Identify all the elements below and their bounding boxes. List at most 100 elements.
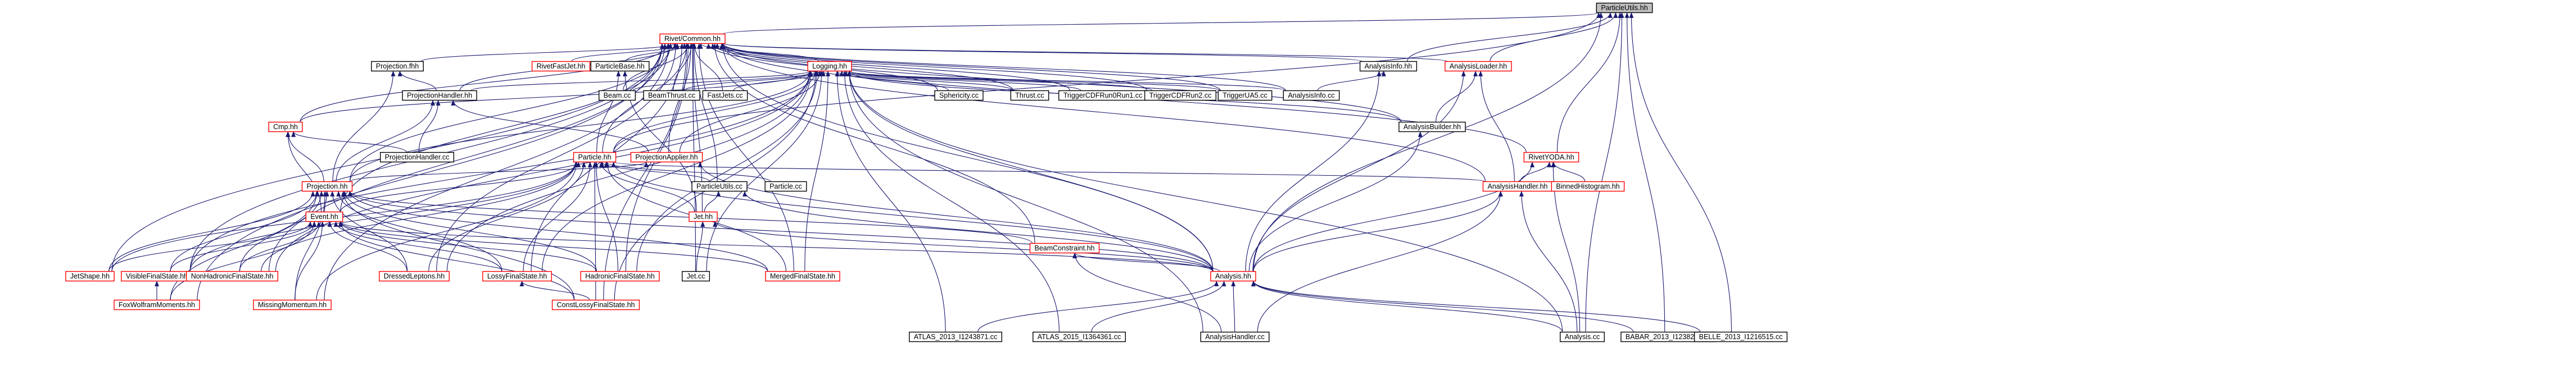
node-nonhadronicfinalstate-hh[interactable]: NonHadronicFinalState.hh xyxy=(185,271,279,282)
edge-analysishandler-cc-to-analysis-hh xyxy=(1231,281,1236,332)
node-rivetfastjet-hh[interactable]: RivetFastJet.hh xyxy=(531,61,591,72)
node-hadronicfinalstate-hh[interactable]: HadronicFinalState.hh xyxy=(580,271,660,282)
edge-analysis-hh-to-beamconstraint-hh xyxy=(1072,252,1220,272)
node-projectionhandler-hh[interactable]: ProjectionHandler.hh xyxy=(402,90,477,101)
node-label: AnalysisInfo.cc xyxy=(1288,92,1334,99)
node-thrust-cc[interactable]: Thrust.cc xyxy=(1010,90,1049,101)
edge-babar-2013-i1238276-cc-to-analysis-hh xyxy=(1251,281,1634,332)
node-jet-cc[interactable]: Jet.cc xyxy=(681,271,710,282)
node-projectionapplier-hh[interactable]: ProjectionApplier.hh xyxy=(630,152,703,163)
node-projection-fhh[interactable]: Projection.fhh xyxy=(371,61,424,72)
node-sphericity-cc[interactable]: Sphericity.cc xyxy=(934,90,984,101)
node-label: BeamConstraint.hh xyxy=(1034,244,1094,252)
node-label: Rivet/Common.hh xyxy=(664,35,721,43)
node-label: AnalysisHandler.hh xyxy=(1487,182,1547,190)
node-belle-2013-i1216515-cc[interactable]: BELLE_2013_I1216515.cc xyxy=(1694,331,1788,342)
edge-visiblefinalstate-hh-to-particle-hh xyxy=(189,162,578,272)
node-label: HadronicFinalState.hh xyxy=(585,272,655,280)
edge-jet-hh-to-particleutils-cc xyxy=(704,191,721,212)
edge-event-hh-to-cmp-hh xyxy=(286,131,322,212)
edge-atlas-2013-i1243871-cc-to-analysis-hh xyxy=(977,281,1219,332)
edge-atlas-2013-i1243871-cc-to-logging-hh xyxy=(835,71,946,332)
node-box xyxy=(1010,90,1049,101)
node-particle-hh[interactable]: Particle.hh xyxy=(573,152,617,163)
node-jetshape-hh[interactable]: JetShape.hh xyxy=(65,271,115,282)
edge-triggercdfrun0run1-cc-to-rivetcommon-hh xyxy=(714,43,1071,91)
node-box xyxy=(301,181,353,192)
node-label: LossyFinalState.hh xyxy=(487,272,547,280)
edge-visiblefinalstate-hh-to-event-hh xyxy=(170,221,317,272)
edge-jetshape-hh-to-particle-hh xyxy=(111,162,578,272)
node-binnedhistogram-hh[interactable]: BinnedHistogram.hh xyxy=(1551,181,1625,192)
node-analysisloader-hh[interactable]: AnalysisLoader.hh xyxy=(1445,61,1512,72)
node-dressedleptons-hh[interactable]: DressedLeptons.hh xyxy=(379,271,450,282)
node-analysishandler-cc[interactable]: AnalysisHandler.cc xyxy=(1200,331,1270,342)
node-analysis-cc[interactable]: Analysis.cc xyxy=(1560,331,1605,342)
edge-jet-cc-to-jet-hh xyxy=(696,221,705,272)
edge-projection-hh-to-rivetcommon-hh xyxy=(349,43,673,182)
node-analysisinfo-hh[interactable]: AnalysisInfo.hh xyxy=(1359,61,1418,72)
edge-visiblefinalstate-hh-to-projection-hh xyxy=(170,191,319,272)
node-fastjets-cc[interactable]: FastJets.cc xyxy=(702,90,748,101)
node-label: ConstLossyFinalState.hh xyxy=(557,301,635,309)
node-particleutils-cc[interactable]: ParticleUtils.cc xyxy=(691,181,748,192)
node-label: Logging.hh xyxy=(812,62,847,70)
edge-dressedleptons-hh-to-projection-hh xyxy=(330,191,408,272)
node-foxwolframmoments-hh[interactable]: FoxWolframMoments.hh xyxy=(114,299,200,310)
node-analysisinfo-cc[interactable]: AnalysisInfo.cc xyxy=(1283,90,1340,101)
node-box xyxy=(598,90,636,101)
node-atlas-2013-i1243871-cc[interactable]: ATLAS_2013_I1243871.cc xyxy=(909,331,1002,342)
edge-particleutils-cc-to-rivetcommon-hh xyxy=(691,43,718,182)
node-cmp-hh[interactable]: Cmp.hh xyxy=(268,121,303,133)
edge-constlossyfinalstate-hh-to-lossyfinalstate-hh xyxy=(519,281,590,300)
node-box xyxy=(1217,90,1273,101)
edge-mergedfinalstate-hh-to-event-hh xyxy=(338,221,768,272)
node-analysisbuilder-hh[interactable]: AnalysisBuilder.hh xyxy=(1398,121,1466,133)
edge-projection-hh-to-cmp-hh xyxy=(286,131,324,182)
node-beamconstraint-hh[interactable]: BeamConstraint.hh xyxy=(1029,243,1100,254)
edge-rivetyoda-hh-to-particleutils-hh xyxy=(1556,12,1623,153)
node-particlebase-hh[interactable]: ParticleBase.hh xyxy=(590,61,650,72)
node-rivetcommon-hh[interactable]: Rivet/Common.hh xyxy=(659,33,726,44)
node-babar-2013-i1238276-cc[interactable]: BABAR_2013_I1238276.cc xyxy=(1620,331,1716,342)
edge-analysis-hh-to-projection-hh xyxy=(347,191,1214,272)
edge-nonhadronicfinalstate-hh-to-projection-hh xyxy=(239,191,324,272)
node-visiblefinalstate-hh[interactable]: VisibleFinalState.hh xyxy=(121,271,193,282)
node-lossyfinalstate-hh[interactable]: LossyFinalState.hh xyxy=(482,271,552,282)
node-logging-hh[interactable]: Logging.hh xyxy=(807,61,852,72)
node-projection-hh[interactable]: Projection.hh xyxy=(301,181,353,192)
node-rivetyoda-hh[interactable]: RivetYODA.hh xyxy=(1523,152,1579,163)
node-projectionhandler-cc[interactable]: ProjectionHandler.cc xyxy=(379,152,455,163)
node-atlas-2015-i1364361-cc[interactable]: ATLAS_2015_I1364361.cc xyxy=(1033,331,1126,342)
node-box xyxy=(1523,152,1579,163)
node-constlossyfinalstate-hh[interactable]: ConstLossyFinalState.hh xyxy=(551,299,640,310)
node-beam-cc[interactable]: Beam.cc xyxy=(598,90,636,101)
node-box xyxy=(185,271,279,282)
node-label: ATLAS_2015_I1364361.cc xyxy=(1038,333,1121,341)
node-mergedfinalstate-hh[interactable]: MergedFinalState.hh xyxy=(765,271,840,282)
node-label: Thrust.cc xyxy=(1015,92,1044,99)
node-box xyxy=(379,271,450,282)
edge-rivetcommon-hh-to-particleutils-hh xyxy=(722,12,1601,34)
edge-analysis-hh-to-particleutils-hh xyxy=(1253,12,1604,272)
node-box xyxy=(1694,331,1788,342)
node-beamthrust-cc[interactable]: BeamThrust.cc xyxy=(643,90,700,101)
edge-analysis-hh-to-particleutils-cc xyxy=(743,191,1214,272)
edge-analysisbuilder-hh-to-analysisloader-hh xyxy=(1436,71,1478,122)
node-missingmomentum-hh[interactable]: MissingMomentum.hh xyxy=(253,299,332,310)
edge-beamconstraint-hh-to-rivetcommon-hh xyxy=(712,43,1035,244)
node-label: Analysis.cc xyxy=(1565,333,1600,341)
node-triggercdfrun0run1-cc[interactable]: TriggerCDFRun0Run1.cc xyxy=(1058,90,1147,101)
edge-hadronicfinalstate-hh-to-particle-hh xyxy=(594,162,618,272)
node-analysis-hh[interactable]: Analysis.hh xyxy=(1210,271,1256,282)
node-jet-hh[interactable]: Jet.hh xyxy=(689,211,718,222)
node-triggerua5-cc[interactable]: TriggerUA5.cc xyxy=(1217,90,1273,101)
edge-nonhadronicfinalstate-hh-to-event-hh xyxy=(239,221,322,272)
edge-analysishandler-hh-to-analysisloader-hh xyxy=(1478,71,1515,182)
node-particle-cc[interactable]: Particle.cc xyxy=(764,181,807,192)
node-analysishandler-hh[interactable]: AnalysisHandler.hh xyxy=(1482,181,1553,192)
node-event-hh[interactable]: Event.hh xyxy=(305,211,343,222)
node-triggercdfrun2-cc[interactable]: TriggerCDFRun2.cc xyxy=(1144,90,1217,101)
node-box xyxy=(630,152,703,163)
